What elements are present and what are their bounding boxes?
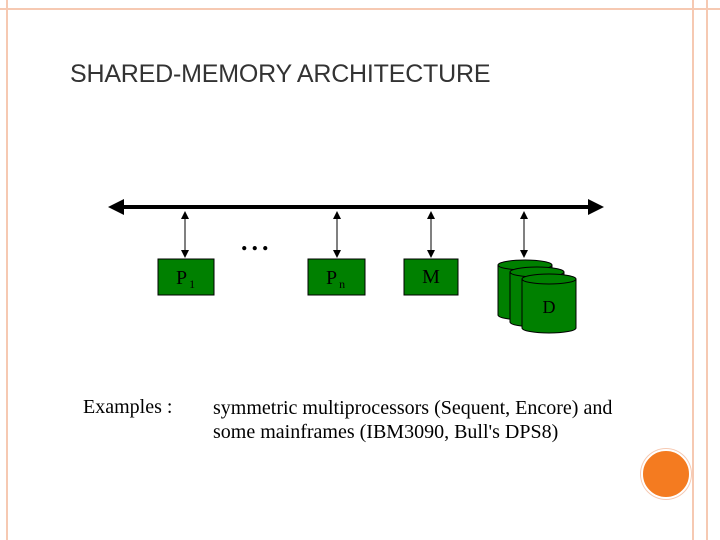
examples-text: symmetric multiprocessors (Sequent, Enco… bbox=[213, 396, 693, 444]
processor-ellipsis: ... bbox=[241, 227, 273, 256]
disk-stack: D bbox=[497, 259, 577, 334]
svg-text:Pn: Pn bbox=[326, 267, 345, 291]
connector-m bbox=[427, 211, 435, 258]
decorative-orange-circle bbox=[641, 449, 691, 499]
connector-pn bbox=[333, 211, 341, 258]
processor-pn-subscript: n bbox=[339, 277, 345, 291]
examples-line-1: symmetric multiprocessors (Sequent, Enco… bbox=[213, 397, 613, 419]
connector-d bbox=[520, 211, 528, 258]
frame-right-line-1 bbox=[692, 0, 694, 540]
processor-pn-label: P bbox=[326, 267, 337, 289]
connector-p1 bbox=[181, 211, 189, 258]
disk-cylinder-front bbox=[521, 273, 577, 334]
svg-text:P1: P1 bbox=[176, 267, 195, 291]
page-title: SHARED-MEMORY ARCHITECTURE bbox=[70, 60, 491, 88]
memory-m-box: M bbox=[403, 258, 459, 296]
processor-p1-subscript: 1 bbox=[189, 277, 195, 291]
memory-m-label: M bbox=[422, 266, 440, 288]
shared-bus bbox=[108, 199, 604, 215]
frame-right-line-2 bbox=[706, 0, 708, 540]
examples-line-2: some mainframes (IBM3090, Bull's DPS8) bbox=[213, 421, 559, 443]
frame-left-line bbox=[6, 0, 8, 540]
frame-top-line bbox=[0, 8, 720, 10]
processor-p1-label: P bbox=[176, 267, 187, 289]
examples-label: Examples : bbox=[83, 396, 173, 418]
disk-d-label: D bbox=[543, 297, 556, 317]
